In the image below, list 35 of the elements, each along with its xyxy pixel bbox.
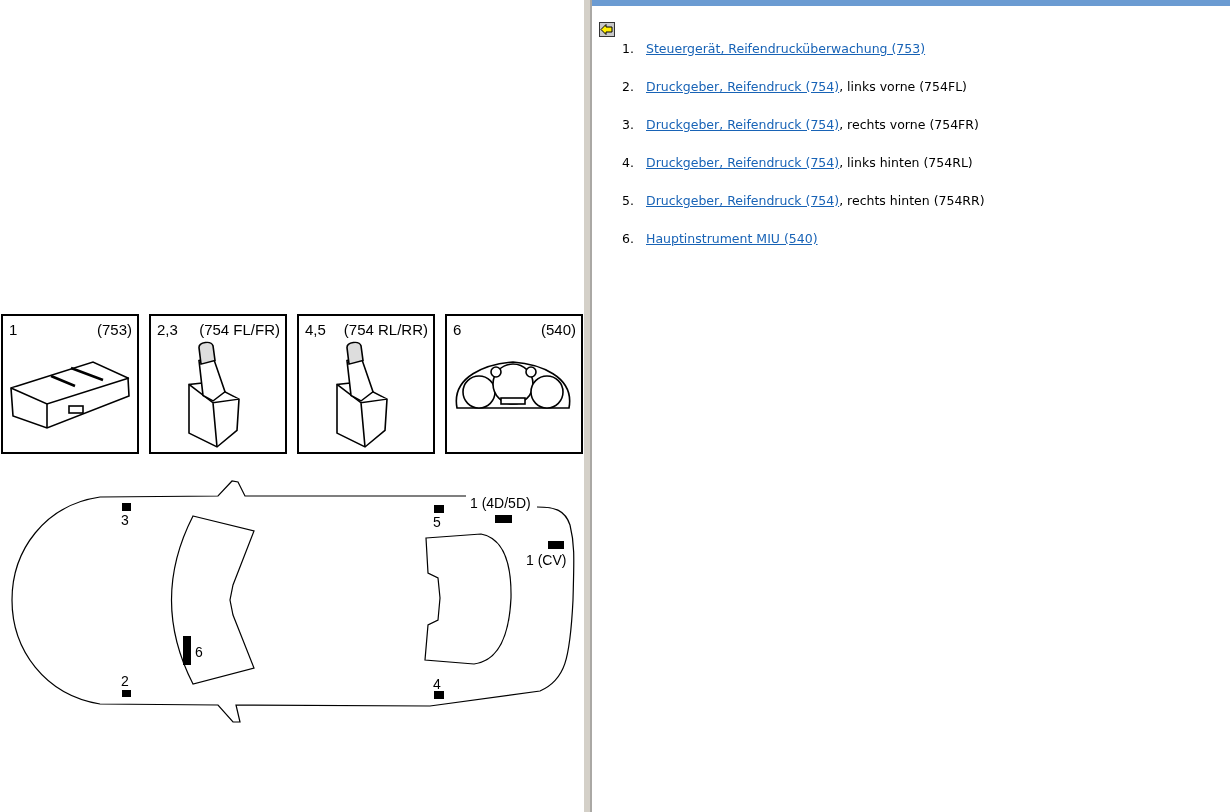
part-number: 2,3 (157, 321, 178, 338)
part-number: 4,5 (305, 321, 326, 338)
location-text: , links vorne (754FL) (839, 79, 967, 95)
list-number: 5. (622, 193, 634, 209)
location-number: 5 (433, 514, 441, 530)
part-link: Druckgeber, Reifendruck (754) (646, 193, 840, 209)
part-number: 1 (9, 321, 18, 338)
part-link: Druckgeber, Reifendruck (754) (646, 79, 840, 95)
location-number: 6 (195, 644, 203, 660)
location-number: 2 (121, 673, 129, 689)
part-link: Druckgeber, Reifendruck (754) (646, 117, 840, 133)
list-number: 3. (622, 117, 634, 133)
location-text: , rechts vorne (754FR) (839, 117, 979, 133)
part-panel (297, 314, 435, 454)
list-number: 4. (622, 155, 634, 171)
part-panel (1, 314, 139, 454)
part-link: Hauptinstrument MIU (540) (646, 231, 818, 247)
part-link: Druckgeber, Reifendruck (754) (646, 155, 840, 171)
list-number: 2. (622, 79, 634, 95)
part-panel (149, 314, 287, 454)
part-code: (754 FL/FR) (199, 321, 280, 338)
part-number: 6 (453, 321, 462, 338)
list-number: 1. (622, 41, 634, 57)
part-panel (445, 314, 583, 454)
location-number: 1 (CV) (526, 552, 567, 568)
location-number: 3 (121, 512, 129, 528)
location-number: 4 (433, 676, 441, 692)
part-code: (754 RL/RR) (343, 321, 428, 338)
part-code: (753) (96, 321, 132, 338)
list-number: 6. (622, 231, 634, 247)
location-number: 1 (4D/5D) (470, 495, 531, 511)
location-text: , links hinten (754RL) (839, 155, 973, 171)
part-code: (540) (540, 321, 576, 338)
part-link: Steuergerät, Reifendrucküberwachung (753) (646, 41, 926, 57)
location-text: , rechts hinten (754RR) (839, 193, 985, 209)
